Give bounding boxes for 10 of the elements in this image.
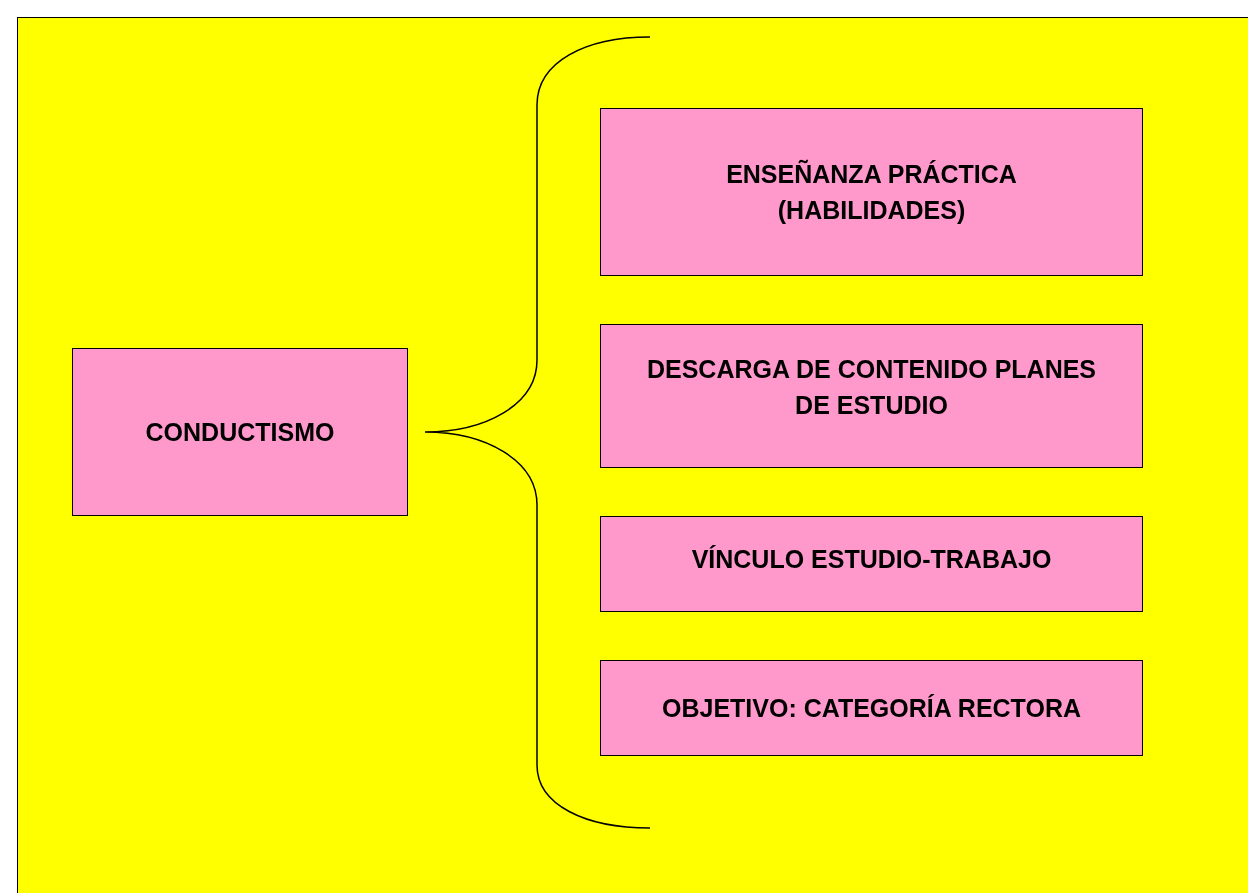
box-label: OBJETIVO: CATEGORÍA RECTORA <box>662 692 1081 724</box>
concept-box <box>600 660 1143 756</box>
concept-box <box>600 108 1143 276</box>
concept-box <box>72 348 408 516</box>
box-label: VÍNCULO ESTUDIO-TRABAJO <box>691 544 1052 575</box>
box-label: DESCARGA DE CONTENIDO PLANES DE ESTUDIO <box>645 354 1098 422</box>
concept-box <box>600 324 1143 468</box>
concept-box <box>600 516 1143 612</box>
box-label: ENSEÑANZA PRÁCTICA (HABILIDADES) <box>725 158 1018 226</box>
box-label: CONDUCTISMO <box>145 416 335 448</box>
